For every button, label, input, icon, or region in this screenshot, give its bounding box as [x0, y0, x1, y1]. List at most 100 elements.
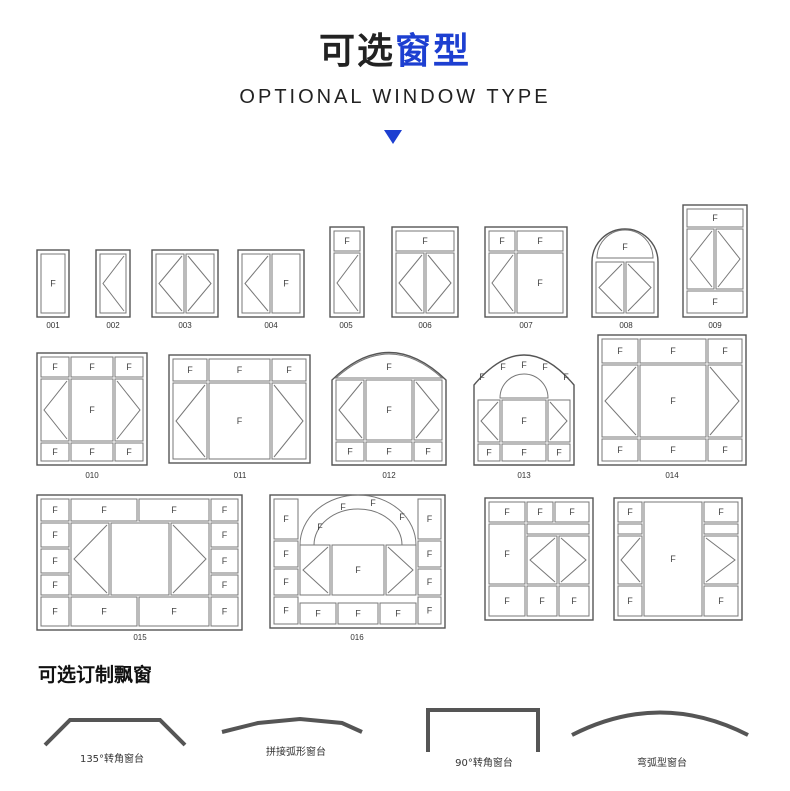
fixed-pane-label: F [427, 577, 433, 587]
arched-frame [591, 228, 659, 318]
fixed-pane [617, 585, 643, 617]
opening-indicator [480, 401, 499, 441]
fixed-pane [417, 498, 442, 540]
fixed-pane-label: F [617, 445, 623, 455]
window-frame [329, 226, 365, 318]
window-frame [597, 334, 747, 466]
fixed-pane-label: F [486, 448, 492, 458]
casement-pane [488, 252, 516, 314]
fixed-pane [271, 253, 301, 314]
fixed-pane-label: F [539, 596, 545, 606]
casement-pane [185, 253, 215, 314]
vent-slat [703, 523, 739, 535]
fixed-pane-label: F [237, 416, 243, 426]
fixed-pane-label: F [222, 580, 228, 590]
opening-indicator [398, 254, 423, 312]
fixed-pane [617, 501, 643, 523]
fixed-pane [601, 438, 639, 462]
fixed-pane-label: F [286, 365, 292, 375]
fixed-pane-label: F [617, 346, 623, 356]
casement-pane [385, 544, 417, 596]
window-frame [391, 226, 459, 318]
fixed-pane-label: F [521, 416, 527, 426]
fixed-pane [686, 290, 744, 314]
fixed-pane [516, 230, 564, 252]
fixed-pane [138, 596, 210, 627]
fixed-pane [526, 585, 558, 617]
fixed-pane [40, 253, 66, 314]
window-frame [151, 249, 219, 318]
window-code: 015 [133, 633, 147, 642]
fixed-pane [70, 378, 114, 442]
fixed-pane-label: F [386, 405, 392, 415]
fixed-pane-label: F [340, 502, 346, 512]
fixed-pane [210, 548, 239, 574]
fixed-pane [707, 338, 743, 364]
window-code: 002 [106, 321, 120, 330]
casement-pane [625, 261, 655, 314]
fixed-pane-label: F [52, 505, 58, 515]
fixed-pane-label: F [317, 522, 323, 532]
fixed-pane [210, 574, 239, 596]
bay-90-corner-shape [426, 708, 540, 752]
fixed-pane-label: F [479, 372, 485, 382]
fixed-pane-label: F [499, 236, 505, 246]
fixed-pane-label: F [283, 577, 289, 587]
fixed-pane-label: F [222, 530, 228, 540]
fixed-pane [501, 443, 547, 462]
arch-pane [334, 353, 444, 379]
casement-pane [707, 364, 743, 438]
fixed-pane [554, 501, 590, 523]
fixed-pane [273, 540, 299, 568]
fixed-pane [208, 382, 271, 460]
fixed-pane-label: F [237, 365, 243, 375]
opening-indicator [273, 384, 304, 458]
fixed-pane-blank [110, 522, 170, 596]
fixed-pane [488, 501, 526, 523]
casement-pane [617, 535, 643, 585]
fixed-pane [601, 338, 639, 364]
window-frame [682, 204, 748, 318]
opening-indicator [604, 366, 637, 436]
title-accent: 窗型 [395, 31, 472, 72]
fixed-pane-label: F [126, 447, 132, 457]
window-code: 011 [234, 471, 247, 480]
fixed-pane [114, 356, 144, 378]
window-code: 012 [382, 471, 396, 480]
fixed-pane [501, 399, 547, 443]
fixed-pane [337, 602, 379, 625]
casement-pane [601, 364, 639, 438]
fixed-pane-label: F [718, 507, 724, 517]
bay-label-curved: 弯弧型窗台 [637, 756, 687, 769]
fixed-pane [703, 585, 739, 617]
fixed-pane [271, 358, 307, 382]
fixed-pane [333, 230, 361, 252]
fixed-pane [707, 438, 743, 462]
fixed-pane-label: F [670, 346, 676, 356]
casement-pane [241, 253, 271, 314]
fixed-pane-label: F [670, 554, 676, 564]
casement-pane [40, 378, 70, 442]
window-code: 001 [46, 321, 60, 330]
bay-window-section: 135°转角窗台拼接弧形窗台90°转角窗台弯弧型窗台 [43, 708, 749, 769]
fixed-pane-label: F [427, 606, 433, 616]
opening-indicator [172, 524, 207, 594]
window-code: 013 [517, 471, 531, 480]
fixed-pane-label: F [622, 242, 628, 252]
fixed-pane-label: F [52, 362, 58, 372]
casement-pane [703, 535, 739, 585]
arch-pane [596, 229, 654, 259]
fixed-pane [70, 596, 138, 627]
page-title: 可选窗型 [0, 30, 790, 74]
inner-arch [313, 508, 403, 546]
casement-pane [558, 535, 590, 585]
bay-label-90: 90°转角窗台 [455, 756, 513, 769]
fixed-pane-label: F [718, 596, 724, 606]
